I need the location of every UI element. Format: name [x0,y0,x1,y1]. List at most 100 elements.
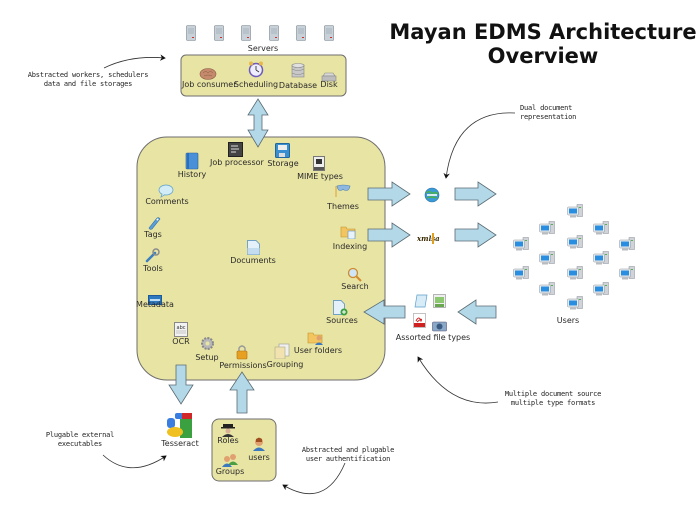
floppy-icon [275,143,290,162]
user-computer-icon [539,281,555,300]
module-grouping: Grouping [266,360,304,369]
core-to-xml-arrow [367,222,411,248]
user-icon [252,436,266,455]
module-ocr: OCR [172,337,190,346]
core-to-tesseract-arrow [168,364,194,405]
xml-to-users-arrow [454,222,497,248]
user-computer-icon [513,236,529,255]
pdf-file-icon [413,313,426,332]
speech-bubble-icon [158,183,174,202]
dual-note-curve [443,112,516,179]
user-computer-icon [567,265,583,284]
user-computer-icon [567,203,583,222]
wrench-icon [145,248,160,267]
servers-label: Servers [247,44,279,53]
scheduling-label: Scheduling [233,80,279,89]
disk-icon [321,67,337,86]
gear-icon [200,336,215,355]
module-search: Search [341,282,369,291]
user-computer-icon [539,250,555,269]
workers-note-curve [103,54,166,69]
scroll-icon [414,293,428,312]
svg-text:xmlsa: xmlsa [417,234,440,243]
module-indexing: Indexing [332,242,368,251]
job-consumer-label: Job consumer [182,80,237,89]
xml-logo-icon: xmlsa [416,230,447,249]
group-icon [222,452,238,471]
module-comments: Comments [145,197,189,206]
auth-to-core-arrow [229,371,255,414]
note-pluggable-auth: Abstracted and plugable user authentific… [301,446,395,463]
note-dual-representation: Dual document representation [520,104,577,121]
svg-text:abc: abc [177,325,186,331]
user-computer-icon [567,234,583,253]
note-pluggable-executables: Plugable external executables [45,431,115,448]
database-label: Database [278,81,318,90]
module-documents: Documents [230,256,276,265]
module-mime-types: MIME types [297,172,343,181]
module-metadata: Metadata [136,300,174,309]
tesseract-label: Tesseract [161,439,199,448]
tag-icon [147,215,161,234]
file-types-label: Assorted file types [395,333,471,342]
mask-icon [335,183,351,202]
servers-box [180,54,347,97]
server-tower-icon [241,25,251,45]
server-tower-icon [186,25,196,45]
module-permissions: Permissions [219,361,267,370]
web-to-users-arrow [454,181,497,207]
disk-label: Disk [320,80,338,89]
note-workers: Abstracted workers, schedulers data and … [27,71,149,88]
diagram-title: Mayan EDMS Architecture Overview [378,20,700,68]
server-tower-icon [213,25,224,45]
note-multiple-sources: Multiple document source multiple type f… [504,390,602,407]
auth-users-label: users [248,453,270,462]
module-storage: Storage [267,159,299,168]
alarm-clock-icon [248,61,264,82]
user-computer-icon [593,250,609,269]
auth-note-curve [282,462,346,494]
auth-groups-label: Groups [215,467,245,476]
exec-note-curve [102,454,167,469]
server-tower-icon [323,25,334,45]
module-sources: Sources [326,316,358,325]
user-folder-icon [307,330,324,349]
module-themes: Themes [327,202,359,211]
core-to-web-arrow [367,181,411,207]
module-user-folders: User folders [293,346,343,355]
auth-roles-label: Roles [217,436,239,445]
document-add-icon [333,300,348,320]
module-tags: Tags [144,230,162,239]
book-icon [185,152,199,174]
user-computer-icon [539,220,555,239]
globe-icon [424,187,440,207]
users-label: Users [556,316,580,325]
module-history: History [177,170,207,179]
servers-core-arrow [247,98,269,148]
module-setup: Setup [195,353,219,362]
documents-stack-icon [274,343,290,363]
server-tower-icon [268,25,279,45]
mime-file-icon [313,156,325,175]
user-computer-icon [567,295,583,314]
user-computer-icon [619,236,635,255]
spy-icon [221,422,235,441]
title-line-1: Mayan EDMS Architecture [389,20,697,44]
camera-icon [432,317,447,336]
files-to-sources-arrow [363,299,406,325]
server-tower-icon [296,25,306,45]
image-file-icon [433,293,446,312]
users-to-files-arrow [457,299,497,325]
module-tools: Tools [143,264,163,273]
user-computer-icon [593,220,609,239]
ocr-icon: abc [174,322,188,341]
user-computer-icon [593,281,609,300]
module-job-processor: Job processor [210,158,264,167]
metadata-icon [148,290,162,309]
user-computer-icon [513,265,529,284]
padlock-icon [236,344,248,364]
user-computer-icon [619,265,635,284]
document-icon [247,240,260,259]
database-icon [291,63,305,83]
cpu-icon [228,142,243,161]
